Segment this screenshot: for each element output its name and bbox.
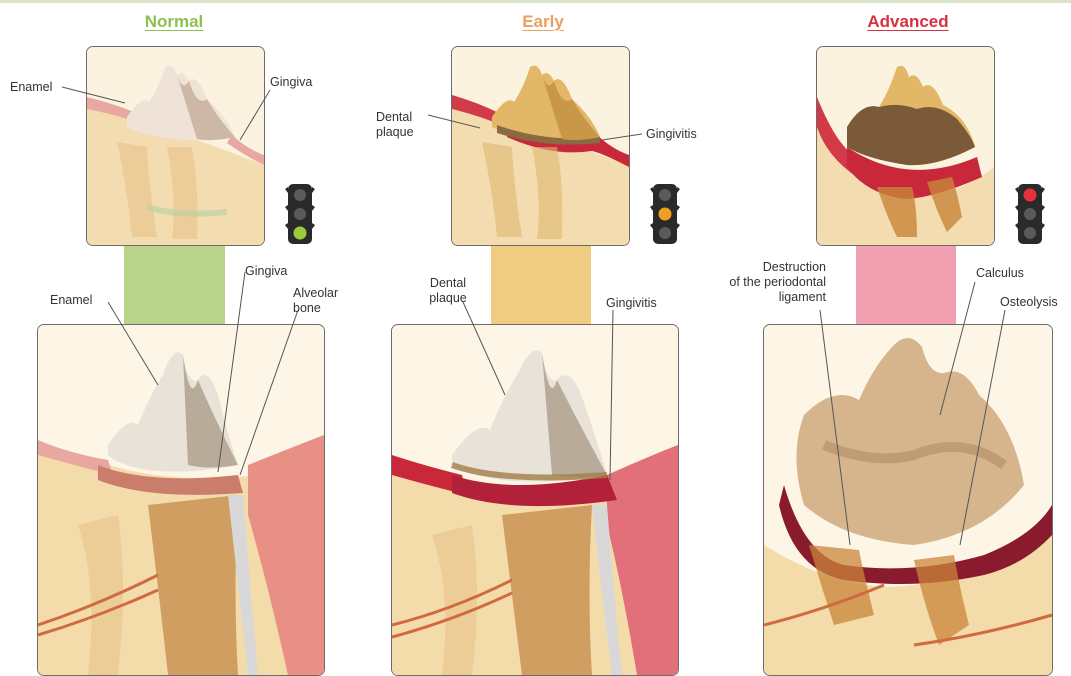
- label-periodontal-ligament: Destruction of the periodontal ligament: [718, 260, 826, 305]
- traffic-light-red-icon: [1015, 183, 1045, 245]
- tooth-illustration-normal-small: [87, 47, 264, 245]
- label-gingivitis-bottom: Gingivitis: [606, 296, 657, 311]
- tooth-illustration-early-small: [452, 47, 629, 245]
- stage-title-early: Early: [443, 12, 643, 32]
- stage-title-normal: Normal: [74, 12, 274, 32]
- detail-view-advanced: [763, 324, 1053, 676]
- label-gingiva-top: Gingiva: [270, 75, 312, 90]
- stem-advanced: [856, 246, 956, 326]
- label-gingivitis-top: Gingivitis: [646, 127, 697, 142]
- label-calculus: Calculus: [976, 266, 1024, 281]
- traffic-light-amber-icon: [650, 183, 680, 245]
- thumbnail-early: [451, 46, 630, 246]
- label-gingiva-bottom: Gingiva: [245, 264, 287, 279]
- tooth-cross-section-normal: [38, 325, 324, 675]
- stem-normal: [124, 246, 225, 326]
- label-dental-plaque-bottom: Dental plaque: [418, 276, 478, 306]
- label-dental-plaque-top: Dental plaque: [376, 110, 414, 140]
- thumbnail-normal: [86, 46, 265, 246]
- stage-title-advanced: Advanced: [808, 12, 1008, 32]
- detail-view-normal: [37, 324, 325, 676]
- label-enamel-bottom: Enamel: [50, 293, 92, 308]
- label-osteolysis: Osteolysis: [1000, 295, 1058, 310]
- label-alveolar-bone: Alveolar bone: [293, 286, 338, 316]
- thumbnail-advanced: [816, 46, 995, 246]
- traffic-light-green-icon: [285, 183, 315, 245]
- tooth-cross-section-advanced: [764, 325, 1052, 675]
- label-enamel-top: Enamel: [10, 80, 52, 95]
- tooth-illustration-advanced-small: [817, 47, 994, 245]
- detail-view-early: [391, 324, 679, 676]
- stem-early: [491, 246, 591, 326]
- tooth-cross-section-early: [392, 325, 678, 675]
